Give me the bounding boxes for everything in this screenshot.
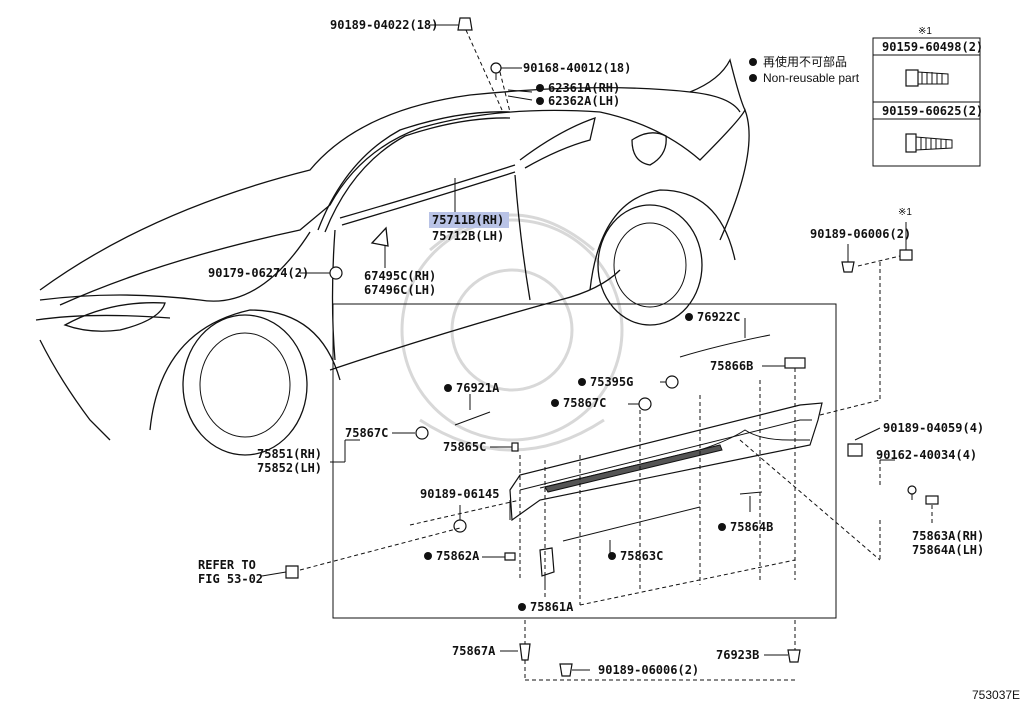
rocker-panel-moulding: [509, 402, 823, 522]
label-67495C: 67495C(RH): [364, 269, 436, 283]
clip-76923B: [787, 649, 801, 663]
label-fig-53-02[interactable]: FIG 53-02: [198, 572, 263, 586]
screw-icon: [905, 69, 949, 87]
inset-part1-label: 90159-60498(2): [882, 40, 983, 54]
label-90189-06006-bottom: 90189-06006(2): [598, 663, 699, 677]
label-62362A: 62362A(LH): [548, 94, 620, 108]
label-62361A: 62361A(RH): [548, 81, 620, 95]
label-75862A: 75862A: [436, 549, 480, 563]
label-75865C: 75865C: [443, 440, 486, 454]
label-75867C-left: 75867C: [345, 426, 388, 440]
label-75867C-right: 75867C: [563, 396, 606, 410]
label-75851: 75851(RH): [257, 447, 322, 461]
projection-dashes: [409, 368, 881, 606]
label-76921A: 76921A: [456, 381, 500, 395]
legend-japanese: 再使用不可部品: [763, 54, 847, 69]
non-reusable-dot: [578, 378, 586, 386]
label-76922C: 76922C: [697, 310, 740, 324]
label-90162-40034: 90162-40034(4): [876, 448, 977, 462]
non-reusable-dot: [536, 97, 544, 105]
clip-90189-06006-bottom: [559, 663, 573, 677]
screw-90168-40012: [490, 62, 502, 80]
non-reusable-dot: [424, 552, 432, 560]
highlight-75711B: [429, 212, 509, 228]
non-reusable-dot: [685, 313, 693, 321]
car-body-outline: [35, 58, 750, 456]
clips-row: [415, 375, 679, 577]
label-90189-06006-top: 90189-06006(2): [810, 227, 911, 241]
label-75864A: 75864A(LH): [912, 543, 984, 557]
non-reusable-dot: [608, 552, 616, 560]
label-75863C: 75863C: [620, 549, 663, 563]
non-reusable-dot: [536, 84, 544, 92]
label-75852: 75852(LH): [257, 461, 322, 475]
label-90189-06145: 90189-06145: [420, 487, 499, 501]
clip-90179-06274: [329, 266, 343, 280]
label-75867A: 75867A: [452, 644, 496, 658]
label-75711B[interactable]: 75711B(RH): [432, 213, 504, 227]
label-75861A: 75861A: [530, 600, 574, 614]
label-75395G: 75395G: [590, 375, 633, 389]
inset-note-mark: ※1: [918, 26, 932, 37]
label-76923B: 76923B: [716, 648, 759, 662]
label-refer-to: REFER TO: [198, 558, 256, 572]
top-leaders: [300, 24, 533, 274]
detail-leaders: [330, 318, 806, 590]
label-67496C: 67496C(LH): [364, 283, 436, 297]
non-reusable-dot: [518, 603, 526, 611]
label-90189-04059: 90189-04059(4): [883, 421, 984, 435]
clip-75867A: [519, 643, 531, 661]
label-90179-06274: 90179-06274(2): [208, 266, 309, 280]
inset-box: ※1 90159-60498(2) 90159-60625(2): [872, 26, 983, 167]
screw-90159: [899, 249, 913, 261]
non-reusable-dot: [444, 384, 452, 392]
detail-frame: [332, 303, 837, 619]
right-fasteners: [847, 427, 939, 525]
clip-90189-06006: [841, 261, 855, 273]
clip-90189-04022: [457, 17, 473, 31]
screw-icon: [905, 133, 953, 153]
note-mark-small: ※1: [898, 207, 912, 218]
label-90189-04022: 90189-04022(18): [330, 18, 438, 32]
label-75712B: 75712B(LH): [432, 229, 504, 243]
watermark-emblem: [400, 213, 624, 452]
non-reusable-dot: [551, 399, 559, 407]
legend-english: Non-reusable part: [763, 71, 860, 85]
label-90168-40012: 90168-40012(18): [523, 61, 631, 75]
inset-part2-label: 90159-60625(2): [882, 104, 983, 118]
label-75866B: 75866B: [710, 359, 753, 373]
bolt-refer: [285, 565, 299, 579]
label-75863A: 75863A(RH): [912, 529, 984, 543]
figure-id: 753037E: [972, 688, 1020, 702]
non-reusable-dot: [718, 523, 726, 531]
legend: 再使用不可部品 Non-reusable part: [749, 54, 860, 85]
label-75864B: 75864B: [730, 520, 773, 534]
